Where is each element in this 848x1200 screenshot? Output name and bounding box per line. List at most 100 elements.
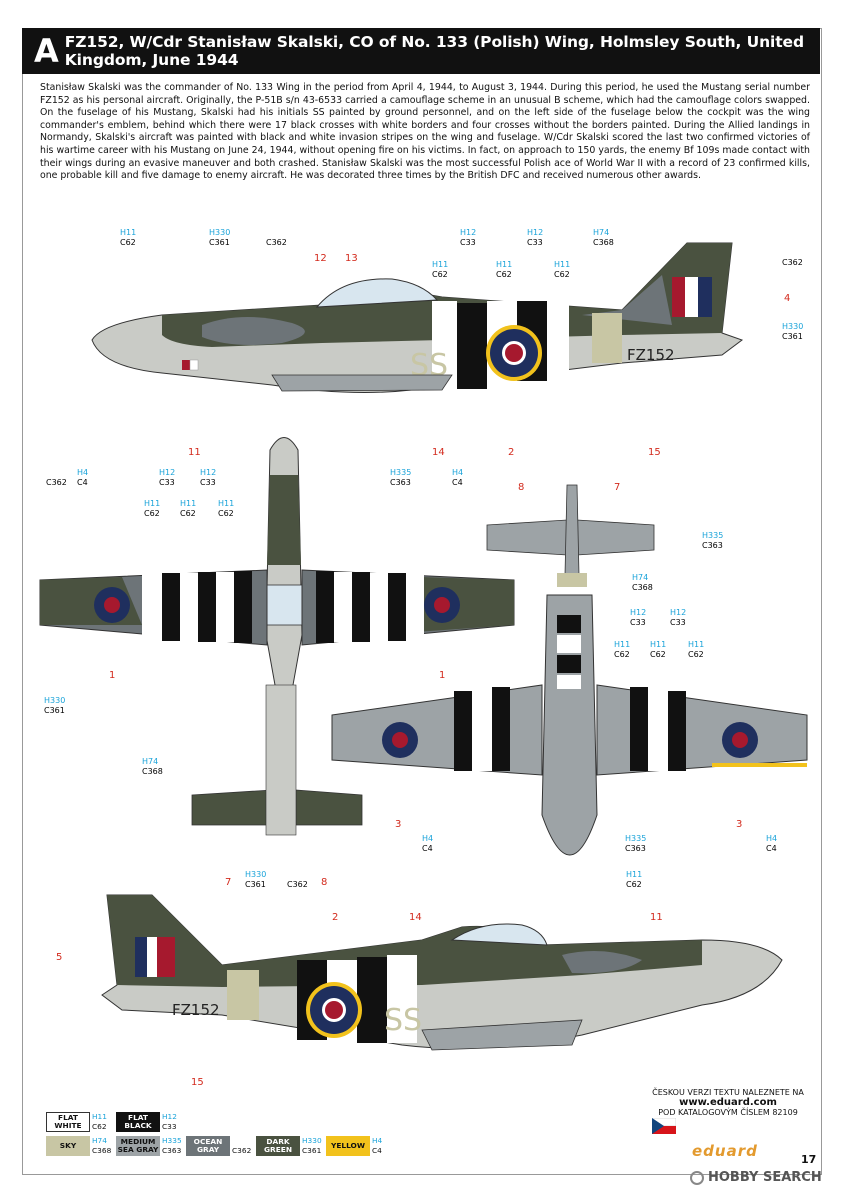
decal-number: 13 [345,253,358,264]
history-text: Stanisław Skalski was the commander of N… [40,82,810,182]
callout-code: H12 [670,608,686,617]
callout-code: C33 [200,478,216,487]
decal-number: 4 [784,293,790,304]
callout-code: H330 [245,870,266,879]
callout-code: C62 [688,650,704,659]
callout-code: C62 [180,509,196,518]
callout-code: C33 [159,478,175,487]
decal-number: 8 [518,482,524,493]
decal-number: 1 [439,670,445,681]
callout-code: H12 [527,228,543,237]
decal-numbers: 12 13 4 11 14 2 15 8 7 1 1 3 3 7 8 2 14 … [56,253,790,1088]
legend-c-code: C361 [302,1146,322,1155]
callout-code: C361 [782,332,803,341]
callout-code: C361 [44,706,65,715]
serial-side-bottom: FZ152 [172,1001,220,1019]
callout-code: C33 [460,238,476,247]
decal-number: 5 [56,952,62,963]
callout-code: H335 [625,834,646,843]
callout-code: C33 [527,238,543,247]
callout-code: H74 [593,228,609,237]
stabilizer-view [486,484,655,587]
callout-code: H11 [180,499,196,508]
decal-number: 7 [225,877,231,888]
callout-code: H11 [218,499,234,508]
callout-code: H11 [432,260,448,269]
callout-code: C62 [496,270,512,279]
underside-view [331,594,808,856]
decal-number: 2 [508,447,514,458]
decal-number: 3 [736,819,742,830]
callout-code: C363 [702,541,723,550]
watermark: HOBBY SEARCH [690,1170,822,1185]
decal-number: 8 [321,877,327,888]
callout-code: H11 [496,260,512,269]
right-side-view: SS FZ152 [101,894,783,1051]
legend-c-code: C362 [232,1146,252,1155]
callout-code: C62 [626,880,642,889]
callout-code: C62 [554,270,570,279]
top-view [39,437,515,836]
legend-swatch: FLAT WHITE [46,1112,90,1132]
initials-side-bottom: SS [384,1003,422,1038]
callout-code: C62 [650,650,666,659]
page-number: 17 [801,1153,817,1166]
czech-flag-icon [652,1118,676,1134]
legend-c-code: C62 [92,1122,107,1131]
callout-code: C368 [142,767,163,776]
aircraft-artwork: SS FZ152 [39,228,808,1088]
eduard-logo: eduard [692,1142,758,1160]
legend-ocean-gray: OCEAN GRAY C362 [186,1136,256,1156]
callout-code: C361 [209,238,230,247]
legend-c-code: C33 [162,1122,177,1131]
decal-number: 14 [409,912,422,923]
callout-code: H74 [142,757,158,766]
callout-code: H11 [650,640,666,649]
legend-c-code: C4 [372,1146,382,1155]
profile-title: FZ152, W/Cdr Stanisław Skalski, CO of No… [64,33,804,69]
profile-header: A FZ152, W/Cdr Stanisław Skalski, CO of … [22,28,820,74]
czech-note-line1: ČESKOU VERZI TEXTU NALEZNETE NA [652,1088,804,1097]
callout-code: H330 [782,322,803,331]
callout-code: C62 [120,238,136,247]
eduard-url[interactable]: www.eduard.com [679,1097,777,1108]
callout-code: H11 [554,260,570,269]
legend-h-code: H12 [162,1112,177,1121]
callout-code: H4 [452,468,463,477]
callout-code: C62 [144,509,160,518]
callout-code: C362 [782,258,803,267]
callout-code: H335 [390,468,411,477]
czech-note: ČESKOU VERZI TEXTU NALEZNETE NA www.edua… [648,1088,808,1118]
callout-code: C4 [77,478,88,487]
legend-swatch: SKY [46,1136,90,1156]
decal-number: 12 [314,253,327,264]
callout-code: H74 [632,573,648,582]
callout-code: H4 [422,834,433,843]
decal-number: 11 [188,447,201,458]
callout-code: H12 [159,468,175,477]
legend-c-code: C363 [162,1146,182,1155]
decal-number: 14 [432,447,445,458]
callout-code: C4 [766,844,777,853]
callout-code: C363 [390,478,411,487]
callout-code: H4 [766,834,777,843]
callout-code: H330 [44,696,65,705]
callout-code: C62 [218,509,234,518]
callout-code: H4 [77,468,88,477]
callout-code: H12 [630,608,646,617]
callout-code: H11 [688,640,704,649]
callout-code: C368 [632,583,653,592]
callout-code: C363 [625,844,646,853]
legend-swatch: OCEAN GRAY [186,1136,230,1156]
decal-number: 3 [395,819,401,830]
czech-note-line2: POD KATALOGOVÝM ČÍSLEM 82109 [658,1108,798,1117]
callout-labels: H11 C62 H330 C361 C362 H12 C33 H12 C33 H… [44,228,803,889]
profile-letter: A [34,32,59,70]
callout-code: C4 [422,844,433,853]
decal-number: 15 [648,447,661,458]
callout-code: H330 [209,228,230,237]
